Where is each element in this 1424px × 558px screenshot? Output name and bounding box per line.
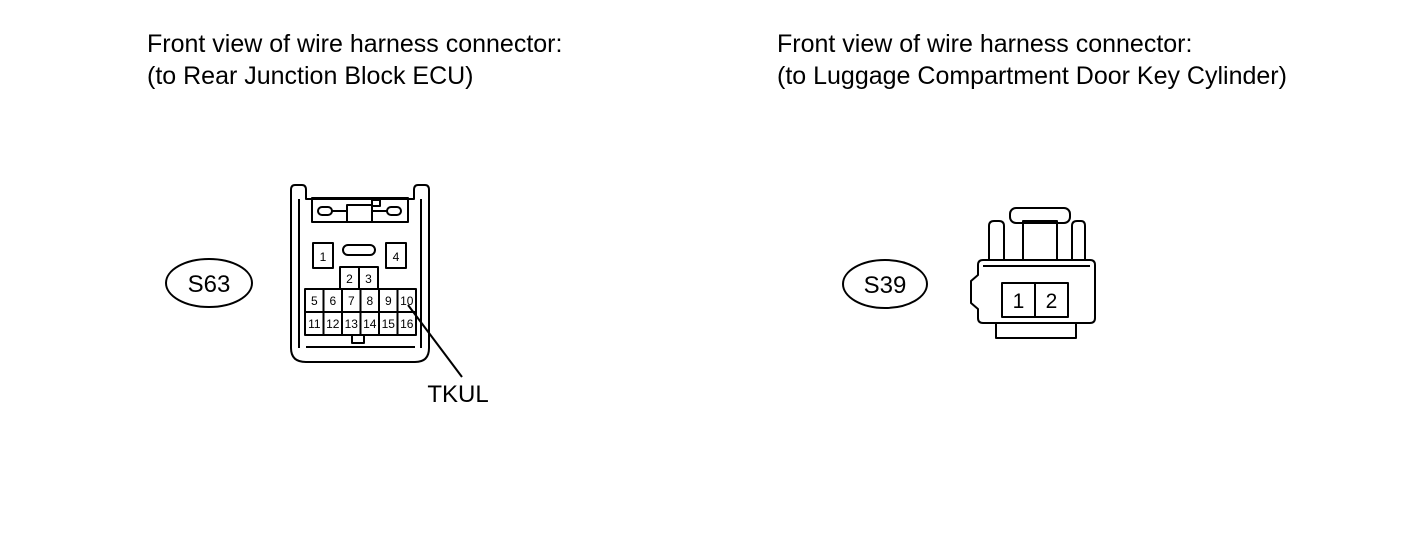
left-connector-id: S63 — [188, 271, 231, 298]
left-caption-line2: (to Rear Junction Block ECU) — [147, 62, 474, 90]
tkul-leader-line — [407, 304, 463, 378]
pin-label: 2 — [346, 272, 353, 286]
pin-label: 4 — [393, 250, 400, 264]
pin-label: 14 — [363, 317, 377, 331]
right-connector-id-badge — [842, 259, 928, 309]
pin-label: 6 — [329, 294, 336, 308]
right-caption-line1: Front view of wire harness connector: — [777, 30, 1193, 58]
pin-label: 5 — [311, 294, 318, 308]
pin-label: 16 — [400, 317, 414, 331]
pin-label: 7 — [348, 294, 355, 308]
left-connector-caption: Front view of wire harness connector: (t… — [147, 28, 562, 92]
pin-label: 13 — [345, 317, 359, 331]
tkul-label: TKUL — [427, 381, 488, 408]
pin-label: 9 — [385, 294, 392, 308]
right-connector-caption: Front view of wire harness connector: (t… — [777, 28, 1287, 92]
pin-label: 11 — [308, 317, 321, 331]
pin-label: 1 — [320, 250, 327, 264]
pin-label: 1 — [1013, 290, 1025, 313]
pin-label: 12 — [326, 317, 340, 331]
pin-label: 3 — [365, 272, 372, 286]
left-caption-line1: Front view of wire harness connector: — [147, 30, 563, 58]
left-connector-id-badge — [165, 258, 253, 308]
pin-label: 8 — [366, 294, 373, 308]
pin-label: 10 — [400, 294, 414, 308]
right-connector-id: S39 — [864, 272, 907, 299]
pin-label: 2 — [1046, 290, 1058, 313]
left-connector-pin-grid — [304, 242, 417, 336]
pin-label: 15 — [382, 317, 396, 331]
right-caption-line2: (to Luggage Compartment Door Key Cylinde… — [777, 62, 1287, 90]
right-connector-housing — [970, 207, 1096, 339]
